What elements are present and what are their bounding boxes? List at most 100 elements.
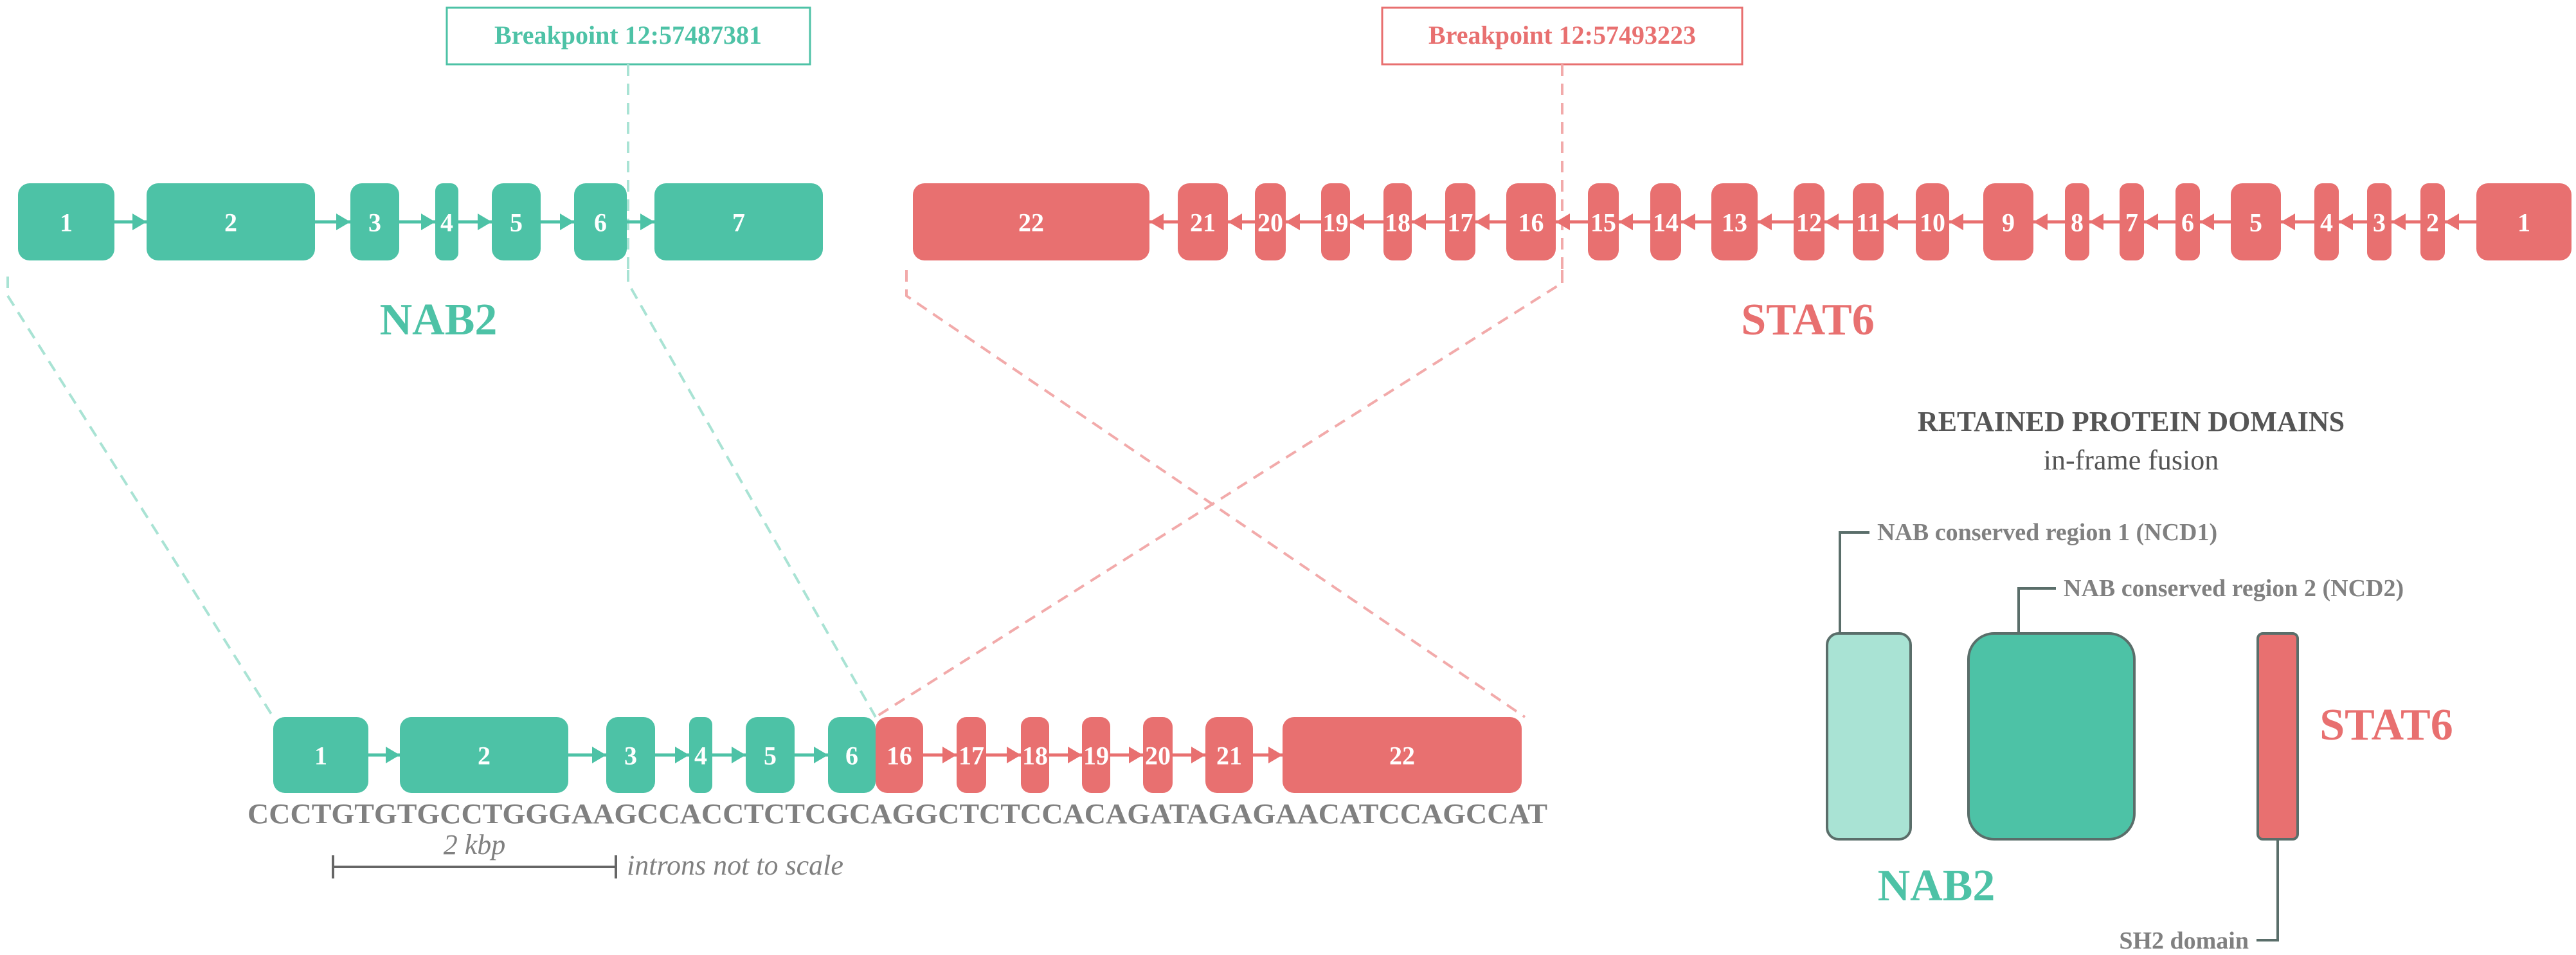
nab2-exon-3 xyxy=(350,183,399,260)
arrowhead-icon xyxy=(1619,214,1633,230)
ncd1-domain-box xyxy=(1826,632,1912,841)
fusion-exon-label: 19 xyxy=(1083,741,1109,770)
fusion-exon-label: 6 xyxy=(845,741,858,770)
arrowhead-icon xyxy=(1007,747,1021,763)
stat6-exon-21 xyxy=(1178,183,1228,260)
stat6-exon-label: 4 xyxy=(2320,208,2333,237)
nab2-gene-name: NAB2 xyxy=(380,295,498,345)
nab2-exon-5 xyxy=(492,183,541,260)
stat6-breakpoint-label: Breakpoint 12:57493223 xyxy=(1428,21,1696,50)
stat6-exon-1 xyxy=(2476,183,2571,260)
arrowhead-icon xyxy=(2445,214,2459,230)
stat6-exon-4 xyxy=(2314,183,2339,260)
nab2-exon-label: 4 xyxy=(440,208,453,237)
fusion-exon-6 xyxy=(828,717,876,793)
stat6-exon-16 xyxy=(1506,183,1556,260)
fusion-exon-2 xyxy=(400,717,568,793)
nab2-exon-label: 6 xyxy=(594,208,607,237)
stat6-exon-5 xyxy=(2231,183,2281,260)
arrowhead-icon xyxy=(1884,214,1898,230)
fusion-exon-label: 17 xyxy=(959,741,984,770)
stat6-exon-label: 18 xyxy=(1385,208,1410,237)
fusion-exon-label: 5 xyxy=(764,741,777,770)
arrowhead-icon xyxy=(1068,747,1082,763)
nab2-breakpoint-label: Breakpoint 12:57487381 xyxy=(494,21,762,50)
stat6-breakpoint-box: Breakpoint 12:57493223 xyxy=(1381,6,1743,66)
arrowhead-icon xyxy=(1681,214,1695,230)
ncd2-domain-box xyxy=(1967,632,2136,841)
fusion-exon-label: 18 xyxy=(1022,741,1048,770)
nab2-exon-2 xyxy=(147,183,315,260)
fusion-exon-22 xyxy=(1283,717,1522,793)
arrowhead-icon xyxy=(132,214,147,230)
domains-stat6-label: STAT6 xyxy=(2319,700,2453,750)
arrowhead-icon xyxy=(2281,214,2295,230)
sh2-label: SH2 domain xyxy=(2119,927,2249,954)
arrowhead-icon xyxy=(1949,214,1963,230)
stat6-exon-18 xyxy=(1383,183,1412,260)
stat6-exon-label: 7 xyxy=(2125,208,2138,237)
arrowhead-icon xyxy=(560,214,574,230)
stat6-exon-9 xyxy=(1983,183,2033,260)
stat6-exon-label: 19 xyxy=(1323,208,1349,237)
sh2-domain-box xyxy=(2256,632,2299,841)
arrowhead-icon xyxy=(732,747,746,763)
arrowhead-icon xyxy=(2144,214,2158,230)
arrowhead-icon xyxy=(1268,747,1283,763)
fusion-exon-20 xyxy=(1143,717,1173,793)
arrowhead-icon xyxy=(1228,214,1242,230)
arrowhead-icon xyxy=(2200,214,2214,230)
retained-domains-panel: RETAINED PROTEIN DOMAINS in-frame fusion… xyxy=(1826,406,2453,954)
breakpoint-guide-lines xyxy=(6,64,1563,718)
domains-subtitle: in-frame fusion xyxy=(2044,444,2219,476)
stat6-exon-15 xyxy=(1588,183,1619,260)
stat6-exon-14 xyxy=(1650,183,1681,260)
fusion-exon-16 xyxy=(876,717,923,793)
fusion-exon-label: 4 xyxy=(694,741,707,770)
arrowhead-icon xyxy=(1824,214,1839,230)
arrowhead-icon xyxy=(1412,214,1426,230)
stat6-exon-11 xyxy=(1853,183,1884,260)
nab2-exon-1 xyxy=(18,183,114,260)
scale-note: introns not to scale xyxy=(627,850,843,881)
arrowhead-icon xyxy=(2391,214,2406,230)
nab2-exon-4 xyxy=(435,183,458,260)
stat6-exon-7 xyxy=(2120,183,2144,260)
nab2-exon-label: 3 xyxy=(368,208,381,237)
arrowhead-icon xyxy=(814,747,828,763)
stat6-exon-6 xyxy=(2175,183,2200,260)
nab2-exon-label: 5 xyxy=(510,208,523,237)
stat6-exon-label: 17 xyxy=(1448,208,1473,237)
fusion-exon-label: 22 xyxy=(1389,741,1415,770)
fusion-exon-label: 20 xyxy=(1145,741,1171,770)
fusion-exon-4 xyxy=(689,717,712,793)
stat6-exon-10 xyxy=(1916,183,1949,260)
fusion-exon-1 xyxy=(273,717,368,793)
stat6-exon-22 xyxy=(913,183,1149,260)
stat6-exon-label: 20 xyxy=(1257,208,1283,237)
stat6-exon-label: 6 xyxy=(2181,208,2194,237)
nab2-exon-label: 2 xyxy=(224,208,237,237)
stat6-exon-label: 16 xyxy=(1518,208,1544,237)
stat6-exon-label: 5 xyxy=(2249,208,2262,237)
stat6-exon-label: 1 xyxy=(2517,208,2530,237)
stat6-exon-label: 2 xyxy=(2426,208,2439,237)
stat6-exon-label: 11 xyxy=(1856,208,1880,237)
arrowhead-icon xyxy=(640,214,654,230)
stat6-left-projection xyxy=(905,270,1526,718)
fusion-exon-19 xyxy=(1082,717,1110,793)
fusion-exon-5 xyxy=(746,717,795,793)
nab2-exon-7 xyxy=(654,183,823,260)
arrowhead-icon xyxy=(1149,214,1164,230)
stat6-exon-13 xyxy=(1711,183,1758,260)
arrowhead-icon xyxy=(1350,214,1364,230)
fusion-exon-label: 1 xyxy=(314,741,327,770)
fusion-exon-label: 3 xyxy=(624,741,637,770)
nab2-exon-label: 7 xyxy=(732,208,745,237)
arrowhead-icon xyxy=(1556,214,1570,230)
stat6-exon-label: 21 xyxy=(1190,208,1216,237)
fusion-sequence: CCCTGTGTGCCTGGGAAGCCACCTCTCGCAGGCTCTCCAC… xyxy=(248,798,1547,830)
